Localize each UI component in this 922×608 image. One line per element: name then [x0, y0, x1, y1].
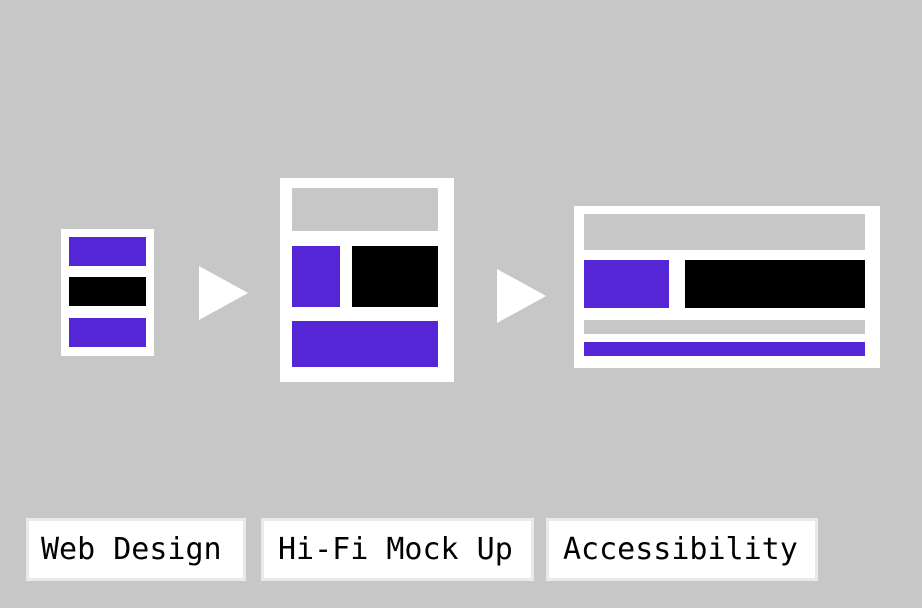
- tablet-side-block: [292, 246, 340, 307]
- hifi-mockup-label: Hi-Fi Mock Up: [261, 518, 534, 581]
- desktop-side-block: [584, 260, 669, 308]
- tablet-footer-block: [292, 321, 438, 367]
- web-design-label: Web Design: [26, 518, 246, 581]
- arrow-right-icon: [199, 266, 248, 320]
- accessibility-label: Accessibility: [546, 518, 818, 581]
- desktop-divider-block: [584, 320, 865, 334]
- mobile-header-block: [69, 237, 146, 266]
- desktop-footer-block: [584, 342, 865, 356]
- arrow-right-icon: [497, 269, 546, 323]
- accessibility-text: Accessibility: [563, 532, 798, 567]
- mobile-layout-icon: [61, 229, 154, 356]
- mobile-footer-block: [69, 318, 146, 347]
- desktop-main-block: [685, 260, 865, 308]
- desktop-header-block: [584, 214, 865, 250]
- tablet-layout-icon: [280, 178, 454, 382]
- desktop-layout-icon: [574, 206, 880, 368]
- mobile-content-block: [69, 277, 146, 306]
- web-design-text: Web Design: [41, 532, 222, 567]
- tablet-header-block: [292, 188, 438, 231]
- hifi-mockup-text: Hi-Fi Mock Up: [278, 532, 513, 567]
- tablet-main-block: [352, 246, 438, 307]
